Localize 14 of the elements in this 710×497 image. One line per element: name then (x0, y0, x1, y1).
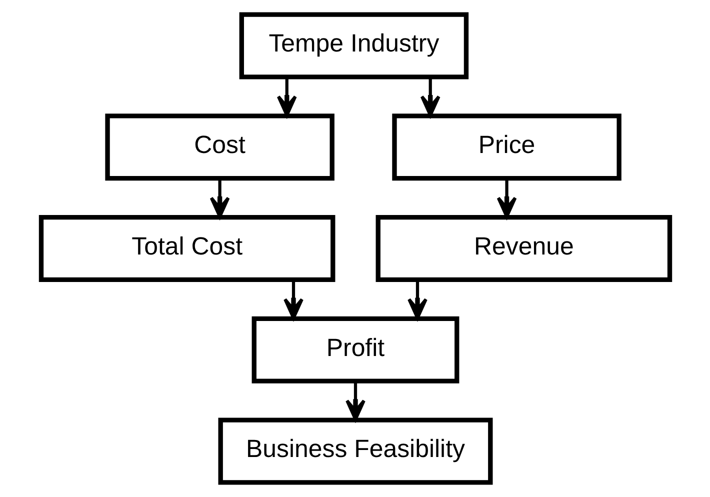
arrow (283, 280, 303, 320)
node-box: Total Cost (38, 214, 335, 282)
node-box: Business Feasibility (218, 418, 492, 485)
node-box: Tempe Industry (238, 12, 468, 80)
node-box: Price (392, 114, 621, 181)
node-box: Cost (104, 114, 334, 181)
arrow (420, 77, 440, 117)
arrow (209, 178, 230, 218)
arrow (345, 381, 365, 421)
arrow (496, 178, 516, 218)
node-box: Profit (251, 316, 459, 384)
arrow (276, 77, 296, 117)
node-box: Revenue (375, 214, 672, 282)
arrow (407, 280, 427, 320)
